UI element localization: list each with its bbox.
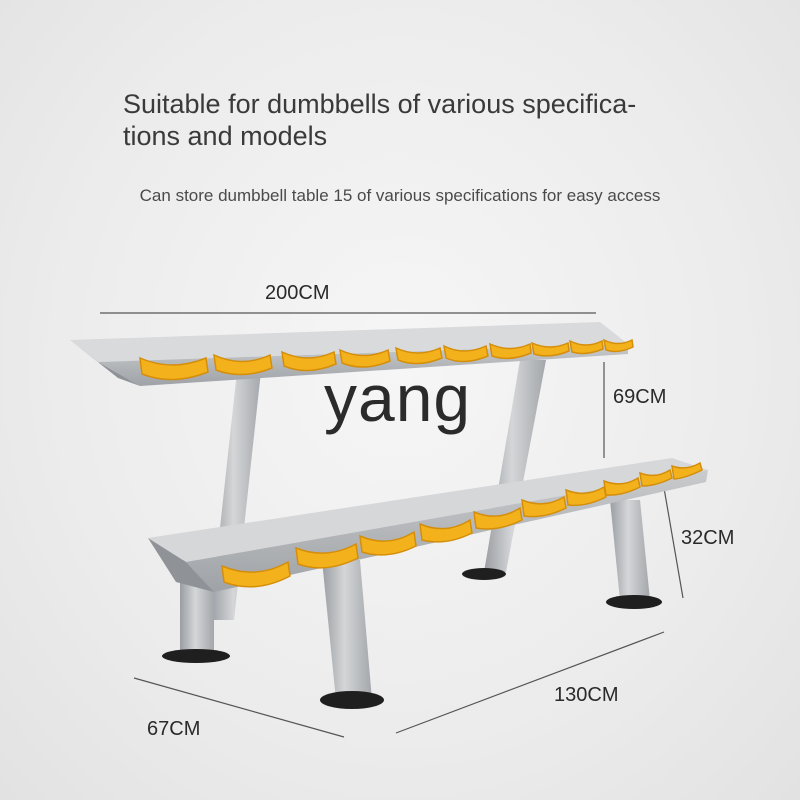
top-saddle-6	[443, 344, 489, 363]
watermark-text: yang	[324, 361, 472, 435]
top-saddle-2	[213, 353, 273, 376]
front-right-leg	[610, 500, 650, 600]
dimension-tier-gap: 69CM	[613, 386, 667, 408]
top-saddle-1	[139, 356, 209, 381]
top-saddle-5	[395, 346, 443, 365]
product-subheading: Can store dumbbell table 15 of various s…	[139, 186, 661, 205]
top-tray-back	[70, 322, 628, 362]
front-center-leg	[322, 560, 372, 700]
heading-line-2: tions and models	[123, 121, 328, 151]
dim-line-lower-height	[663, 487, 684, 599]
lower-tray-back	[148, 458, 708, 562]
lower-saddle-10	[671, 461, 703, 480]
front-right-foot	[606, 595, 662, 609]
lower-saddle-9	[639, 468, 673, 487]
lower-saddle-1	[221, 560, 291, 588]
lower-saddles	[221, 461, 703, 588]
lower-saddle-2	[295, 542, 359, 569]
top-saddles	[139, 338, 634, 381]
dimension-base-width: 130CM	[554, 684, 619, 706]
lower-saddle-3	[359, 530, 417, 556]
product-heading: Suitable for dumbbells of various specif…	[123, 88, 683, 152]
dimension-depth: 67CM	[147, 718, 201, 740]
front-left-foot	[162, 649, 230, 663]
heading-line-1: Suitable for dumbbells of various specif…	[123, 89, 637, 119]
dim-line-base-width	[395, 631, 665, 734]
lower-saddle-8	[603, 476, 641, 496]
lower-saddle-5	[473, 506, 523, 530]
dimension-length: 200CM	[265, 282, 330, 304]
lower-tray-side	[148, 538, 214, 592]
top-saddle-10	[602, 338, 634, 353]
top-saddle-7	[489, 342, 532, 360]
lower-saddle-6	[521, 495, 567, 518]
top-saddle-3	[281, 350, 337, 372]
front-center-foot	[320, 691, 384, 709]
dimension-lines	[100, 312, 684, 738]
back-right-leg	[484, 360, 546, 572]
top-saddle-9	[568, 339, 604, 355]
lower-saddle-7	[565, 485, 607, 507]
back-right-foot	[462, 568, 506, 580]
dim-line-depth	[133, 677, 345, 738]
lower-saddle-4	[419, 518, 473, 543]
dimension-lower-height: 32CM	[681, 527, 735, 549]
top-saddle-8	[531, 341, 570, 357]
top-saddle-4	[339, 348, 391, 368]
